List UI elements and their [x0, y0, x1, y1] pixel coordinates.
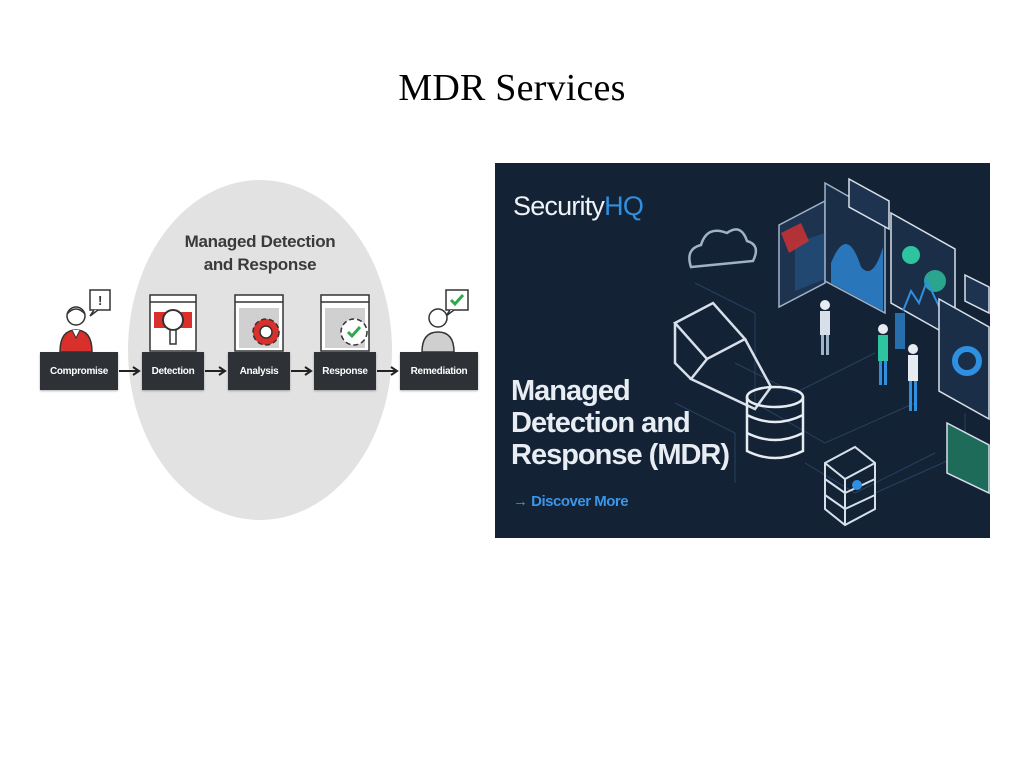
dashboard-screens-icon	[778, 177, 990, 495]
stage-compromise: Compromise	[40, 352, 118, 390]
discover-more-link[interactable]: → Discover More	[513, 493, 629, 510]
securityhq-mdr-banner: SecurityHQ Managed Detection and Respons…	[495, 163, 990, 538]
remediated-user-icon	[421, 289, 469, 353]
stage-detection: Detection	[142, 352, 204, 390]
diagram-title: Managed Detection and Response	[128, 230, 392, 276]
flow-arrow-icon	[119, 366, 141, 376]
securityhq-logo: SecurityHQ	[513, 191, 644, 222]
brand-hq-text: HQ	[604, 191, 644, 221]
diagram-title-line2: and Response	[203, 255, 317, 274]
flow-arrow-icon	[377, 366, 399, 376]
stage-analysis: Analysis	[228, 352, 290, 390]
isometric-security-illustration	[673, 177, 990, 527]
response-check-gear-icon	[320, 294, 370, 352]
stage-response: Response	[314, 352, 376, 390]
mdr-flow-diagram: Managed Detection and Response !	[36, 170, 484, 526]
analysis-gear-icon	[234, 294, 284, 352]
slide-title: MDR Services	[398, 67, 626, 109]
cloud-icon	[688, 228, 758, 269]
headline-line2: Detection and	[511, 407, 691, 439]
stage-remediation: Remediation	[400, 352, 478, 390]
firewall-icon	[824, 445, 876, 527]
flow-arrow-icon	[205, 366, 227, 376]
banner-headline: Managed Detection and Response (MDR)	[511, 375, 731, 471]
database-icon	[745, 385, 805, 460]
diagram-title-line1: Managed Detection	[184, 232, 336, 251]
laptop-icon	[673, 301, 773, 411]
svg-text:!: !	[98, 293, 102, 308]
analyst-figures-icon	[820, 300, 918, 411]
brand-security-text: Security	[513, 191, 605, 221]
flow-arrow-icon	[291, 366, 313, 376]
headline-line1: Managed	[511, 375, 631, 407]
compromised-user-icon: !	[59, 289, 111, 353]
detection-magnifier-icon	[149, 294, 197, 352]
headline-line3: Response (MDR)	[511, 439, 730, 471]
